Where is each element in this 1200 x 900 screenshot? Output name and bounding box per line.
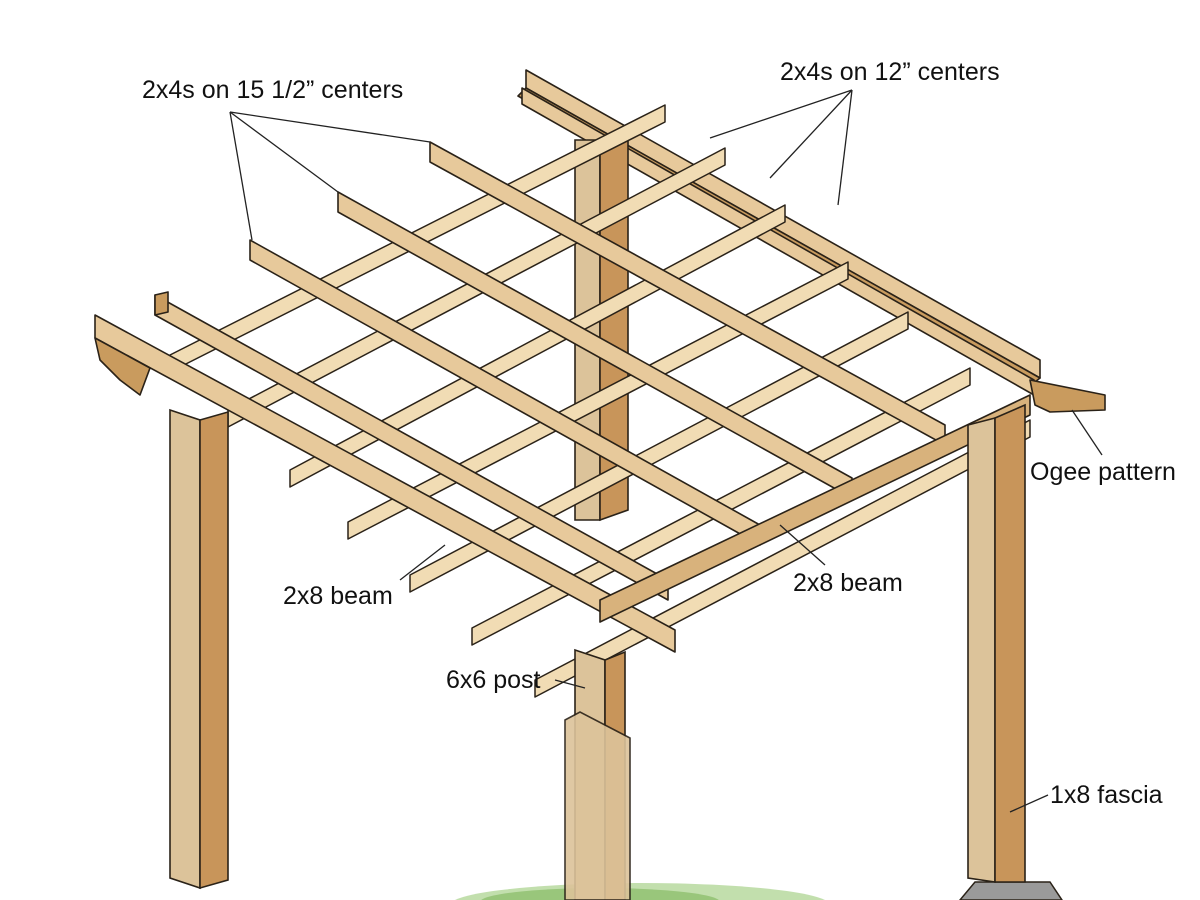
beams bbox=[94, 314, 1106, 653]
leader-15in-c bbox=[229, 111, 431, 143]
label-post: 6x6 post bbox=[446, 666, 541, 694]
beam-left-face bbox=[94, 314, 676, 653]
label-beam-right: 2x8 beam bbox=[793, 569, 903, 597]
label-fascia: 1x8 fascia bbox=[1050, 781, 1163, 809]
post-center-fascia bbox=[564, 711, 631, 900]
post-front-center bbox=[564, 648, 631, 900]
leader-12in-c bbox=[837, 89, 853, 206]
rafter-1-end bbox=[154, 291, 169, 316]
post-front-left-face bbox=[169, 408, 201, 890]
ground bbox=[455, 881, 1063, 900]
leader-fascia bbox=[1009, 794, 1049, 813]
cross-member-4 bbox=[347, 261, 849, 540]
post-front-right bbox=[967, 403, 1026, 883]
concrete-footing bbox=[959, 881, 1063, 900]
leader-post bbox=[554, 679, 586, 689]
label-rafters-15in: 2x4s on 15 1/2” centers bbox=[142, 76, 403, 104]
label-ogee-pattern: Ogee pattern bbox=[1030, 458, 1176, 486]
post-front-left-side bbox=[199, 410, 229, 890]
leader-15in-a bbox=[229, 111, 253, 241]
post-front-left bbox=[169, 408, 229, 890]
post-right-side bbox=[994, 403, 1026, 883]
post-right-face bbox=[967, 416, 996, 883]
label-beam-left: 2x8 beam bbox=[283, 582, 393, 610]
leader-15in-b bbox=[229, 111, 339, 193]
beam-right-end bbox=[1029, 379, 1106, 413]
leader-beam-left bbox=[399, 544, 446, 581]
leader-ogee bbox=[1071, 409, 1103, 456]
labels: 2x4s on 15 1/2” centers 2x4s on 12” cent… bbox=[142, 58, 1176, 809]
leader-12in-b bbox=[769, 89, 853, 179]
leader-12in-a bbox=[709, 89, 853, 139]
beam-left-ogee bbox=[94, 337, 151, 396]
leader-lines bbox=[229, 89, 1103, 813]
label-rafters-12in: 2x4s on 12” centers bbox=[780, 58, 1000, 86]
leader-beam-right bbox=[779, 524, 826, 566]
beam-right-face bbox=[599, 394, 1031, 623]
